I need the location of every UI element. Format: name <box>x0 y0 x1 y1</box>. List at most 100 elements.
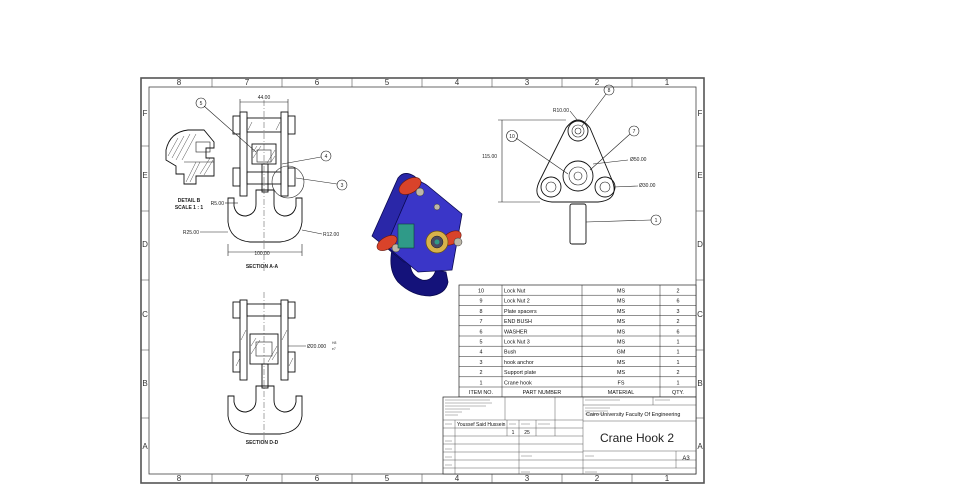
detail-b-title: DETAIL B <box>178 198 201 204</box>
detail-b-scale: SCALE 1 : 1 <box>175 205 204 211</box>
title-organization: Cairo University Faculty Of Engineering <box>586 412 680 418</box>
section-dd-view: Ø20.000 H8 e7 SECTION D-D <box>227 292 336 446</box>
dim-r12: R12.00 <box>323 232 339 238</box>
aa-left-plate <box>239 111 248 197</box>
bom-qty-9: 6 <box>677 299 680 305</box>
bom-part-3: hook anchor <box>504 360 534 366</box>
bom-item-2: 2 <box>480 370 483 376</box>
top-balloon-1 <box>650 214 662 226</box>
inner-frame <box>148 86 697 475</box>
zone-labels-bottom: 8 7 6 5 4 3 2 1 <box>177 474 670 483</box>
drawing-title: Crane Hook 2 <box>600 431 674 445</box>
top-upper-spacer <box>567 120 589 142</box>
zone-right-b: B <box>697 379 702 388</box>
bom-part-8: Plate spacers <box>504 309 537 315</box>
aa-shank <box>261 163 269 193</box>
zone-bottom-6: 6 <box>315 474 320 483</box>
zone-top-7: 7 <box>245 78 250 87</box>
title-block: Youssef Said Hussein 1 25 Cairo Universi… <box>442 396 697 475</box>
detail-b-hatch <box>167 133 214 183</box>
bom-item-4: 4 <box>480 350 483 356</box>
dim-115: 115.00 <box>482 154 497 160</box>
bom-qty-2: 2 <box>677 370 680 376</box>
top-balloon-8-label: 8 <box>608 88 611 94</box>
zone-bottom-7: 7 <box>245 474 250 483</box>
top-balloon-10 <box>506 130 518 142</box>
bom-part-5: Lock Nut 3 <box>504 340 530 346</box>
detail-b-profile <box>165 129 215 185</box>
top-balloon-7-label: 7 <box>633 129 636 135</box>
aa-hook-body <box>227 189 303 243</box>
section-aa-label: SECTION A-A <box>246 264 279 270</box>
zone-bottom-8: 8 <box>177 474 182 483</box>
bom-qty-4: 1 <box>677 350 680 356</box>
bom-part-6: WASHER <box>504 329 528 335</box>
outer-frame <box>140 77 705 484</box>
aa-right-plate <box>280 111 289 197</box>
dim-fit-h8: H8 <box>332 341 336 345</box>
bom-header-qty: QTY. <box>672 390 684 396</box>
bom-mat-10: MS <box>617 289 625 295</box>
zone-bottom-2: 2 <box>595 474 600 483</box>
bom-item-3: 3 <box>480 360 483 366</box>
bom-item-8: 8 <box>480 309 483 315</box>
zone-right-e: E <box>697 171 702 180</box>
detail-b-view: DETAIL B SCALE 1 : 1 <box>165 129 215 211</box>
zone-bottom-3: 3 <box>525 474 530 483</box>
bom-item-5: 5 <box>480 340 483 346</box>
top-balloon-8 <box>603 84 615 96</box>
bom-part-2: Support plate <box>504 370 536 376</box>
dim-44: 44.00 <box>258 95 271 101</box>
bom-item-10: 10 <box>478 289 484 295</box>
section-dd-label: SECTION D-D <box>246 440 279 446</box>
zone-bottom-1: 1 <box>665 474 670 483</box>
aa-balloon-3-label: 3 <box>341 183 344 189</box>
bom-item-9: 9 <box>480 299 483 305</box>
aa-balloon-5 <box>195 97 207 109</box>
bom-header-part: PART NUMBER <box>523 390 562 396</box>
top-view: 115.00 R10.00 Ø50.00 Ø30.00 8 10 7 1 <box>482 84 662 245</box>
bom-mat-8: MS <box>617 309 625 315</box>
aa-balloon-4-label: 4 <box>325 154 328 160</box>
zone-bottom-4: 4 <box>455 474 460 483</box>
isometric-model <box>371 173 463 297</box>
bom-mat-7: MS <box>617 319 625 325</box>
zone-left-b: B <box>142 379 147 388</box>
bom-qty-1: 1 <box>677 380 680 386</box>
zone-labels-right: F E D C B A <box>697 109 703 451</box>
zone-top-8: 8 <box>177 78 182 87</box>
bom-header-item: ITEM NO. <box>469 390 493 396</box>
bom-mat-9: MS <box>617 299 625 305</box>
bom-part-4: Bush <box>504 350 516 356</box>
bom-qty-6: 6 <box>677 329 680 335</box>
top-balloon-10-label: 10 <box>509 134 515 140</box>
bom-mat-5: MS <box>617 340 625 346</box>
aa-balloon-3 <box>336 179 348 191</box>
zone-right-d: D <box>697 240 703 249</box>
zone-right-c: C <box>697 310 703 319</box>
zone-top-2: 2 <box>595 78 600 87</box>
zone-top-4: 4 <box>455 78 460 87</box>
bom-header-material: MATERIAL <box>608 390 635 396</box>
zone-right-a: A <box>697 442 703 451</box>
bom-item-7: 7 <box>480 319 483 325</box>
bom-qty-5: 1 <box>677 340 680 346</box>
bom-part-10: Lock Nut <box>504 289 526 295</box>
bom-mat-4: GM <box>617 350 626 356</box>
aa-balloon-4 <box>320 150 332 162</box>
dim-phi50: Ø50.00 <box>630 157 647 163</box>
dim-r5: R5.00 <box>211 201 225 207</box>
top-plate-outline <box>536 119 615 203</box>
detail-b-nut <box>195 141 211 153</box>
zone-top-3: 3 <box>525 78 530 87</box>
top-hook-shank <box>569 203 587 245</box>
bom-part-7: END BUSH <box>504 319 532 325</box>
aa-top-spacer <box>246 117 282 133</box>
dd-hook-body <box>227 385 303 435</box>
bom-mat-1: FS <box>618 380 625 386</box>
dim-r10: R10.00 <box>553 108 569 114</box>
zone-labels-left: F E D C B A <box>142 109 148 451</box>
zone-right-f: F <box>698 109 703 118</box>
bom-item-6: 6 <box>480 329 483 335</box>
sheet-size: A3 <box>682 456 690 462</box>
